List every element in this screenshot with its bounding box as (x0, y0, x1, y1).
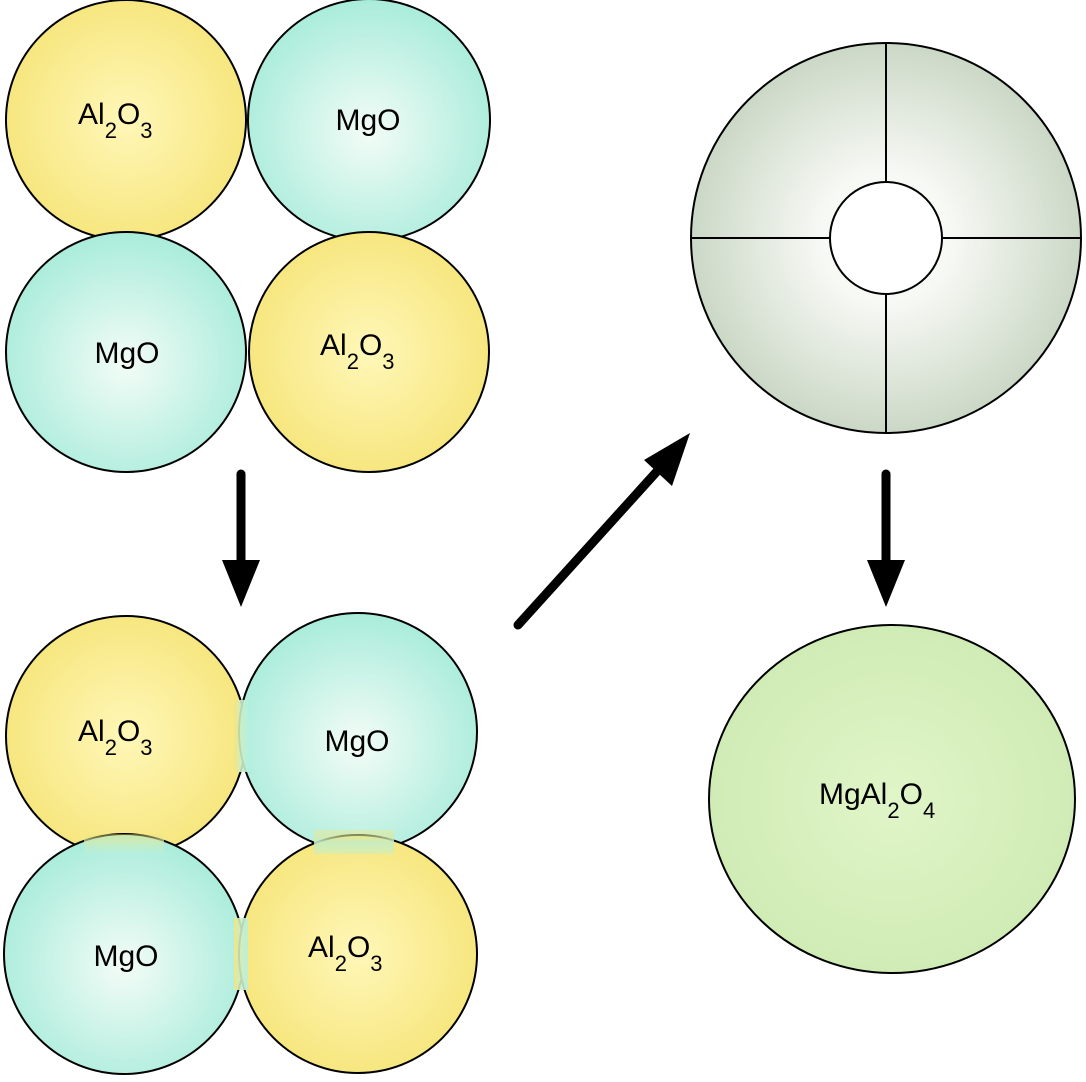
hollow-ring (690, 42, 1082, 434)
arrow-down-right (867, 469, 905, 607)
particle-al2o3-bottom-right (248, 231, 490, 473)
ring-hole (829, 181, 943, 295)
neck-right (314, 830, 394, 854)
label-p2: MgO (335, 104, 400, 137)
particle-mgal2o4 (708, 624, 1076, 974)
spinel-product: MgAl2O4 (708, 624, 1076, 974)
neck-top (234, 700, 248, 772)
label-p4: Al2O3 (320, 329, 395, 374)
necking-particles: Al2O3 MgO MgO Al2O3 (3, 612, 478, 1075)
label-p1: Al2O3 (78, 98, 153, 143)
neck-left (84, 834, 164, 856)
particle-mgo-bottom-left (5, 231, 247, 473)
label-product: MgAl2O4 (819, 778, 935, 823)
label-p6: MgO (324, 725, 389, 758)
label-p5: Al2O3 (78, 715, 153, 760)
arrow-diagonal (513, 433, 690, 630)
neck-bottom (234, 918, 248, 990)
initial-particles: Al2O3 MgO MgO Al2O3 (5, 0, 491, 473)
arrow-down-left (222, 469, 260, 607)
label-p3: MgO (94, 337, 159, 370)
label-p8: Al2O3 (308, 931, 383, 976)
label-p7: MgO (93, 940, 158, 973)
